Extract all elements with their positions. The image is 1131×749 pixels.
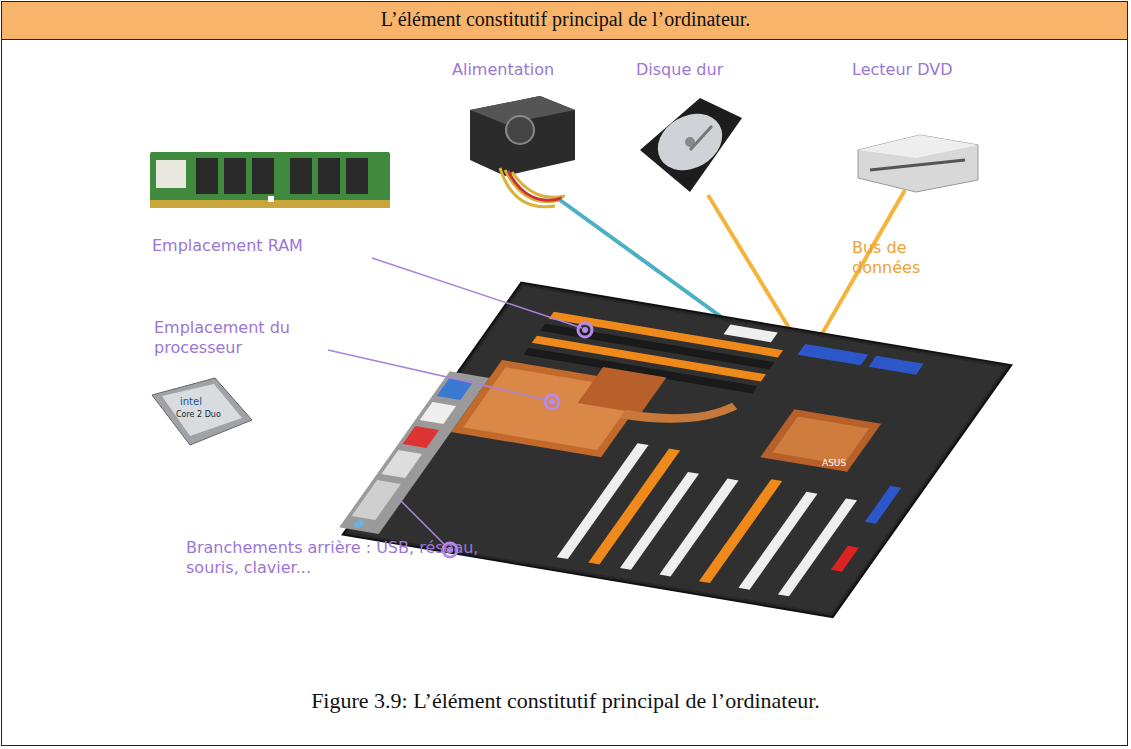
part-label: Emplacement du processeur <box>154 318 326 358</box>
motherboard <box>699 479 782 583</box>
leader-dot <box>545 395 559 409</box>
hard-disk <box>648 102 733 181</box>
motherboard <box>349 286 1005 613</box>
motherboard <box>352 520 367 529</box>
figure-title: L’élément constitutif principal de l’ord… <box>0 8 1131 31</box>
motherboard <box>403 426 439 448</box>
motherboard <box>869 356 924 375</box>
part-label: Lecteur DVD <box>852 60 1012 80</box>
motherboard <box>381 450 422 478</box>
ram-stick <box>252 158 274 194</box>
power-supply <box>470 96 575 207</box>
motherboard <box>578 367 667 414</box>
leader-line <box>372 258 582 328</box>
ram-stick <box>156 160 186 188</box>
motherboard <box>865 486 902 524</box>
hard-disk <box>690 126 712 150</box>
leader-dot <box>443 323 592 557</box>
leader-dot <box>578 323 592 337</box>
leader-dot <box>549 399 555 405</box>
dvd-drive <box>858 135 978 192</box>
ram-stick <box>290 158 312 194</box>
motherboard <box>335 281 1011 617</box>
part-label: Alimentation <box>452 60 612 80</box>
power-supply <box>500 168 565 207</box>
power-supply <box>470 96 575 176</box>
ram-stick <box>318 158 340 194</box>
ram-stick <box>150 152 390 208</box>
leader-line <box>328 350 548 400</box>
ram-stick <box>224 158 246 194</box>
chip-model: Core 2 Duo <box>176 410 236 420</box>
bus-label: Bus de données <box>852 238 948 278</box>
ram-stick <box>268 196 274 202</box>
part-label: Emplacement RAM <box>152 236 372 256</box>
ram-stick <box>346 158 368 194</box>
motherboard <box>339 371 489 534</box>
motherboard <box>831 546 859 572</box>
motherboard <box>760 409 881 472</box>
motherboard <box>343 283 1011 617</box>
leader-line <box>328 258 582 545</box>
part-label: Disque dur <box>636 60 776 80</box>
ram-stick <box>150 152 390 208</box>
board-brand: ASUS <box>822 458 862 469</box>
motherboard <box>798 344 869 365</box>
leader-dot <box>582 327 588 333</box>
motherboard <box>738 492 817 590</box>
dvd-drive <box>870 160 965 170</box>
ram-stick <box>196 158 218 194</box>
motherboard <box>620 472 699 570</box>
leader-line <box>398 498 445 545</box>
cpu-chip <box>152 378 252 445</box>
cpu-chip <box>162 384 242 436</box>
cpu-chip <box>152 378 252 445</box>
motherboard <box>659 479 738 577</box>
motherboard <box>352 480 401 520</box>
power-supply <box>508 171 562 200</box>
motherboard <box>778 498 857 596</box>
figure-caption: Figure 3.9: L’élément constitutif princi… <box>0 688 1131 714</box>
dvd-drive <box>858 135 978 158</box>
motherboard <box>772 417 869 465</box>
dvd-drive <box>858 135 978 192</box>
leader-dot <box>447 327 588 553</box>
chip-brand: intel <box>180 396 220 409</box>
power-supply <box>506 116 534 144</box>
part-label: Branchements arrière : USB, réseau, sour… <box>186 538 486 578</box>
motherboard <box>623 390 735 430</box>
motherboard <box>724 325 778 343</box>
hard-disk <box>640 98 742 192</box>
hard-disk <box>640 98 742 192</box>
motherboard <box>420 402 456 424</box>
